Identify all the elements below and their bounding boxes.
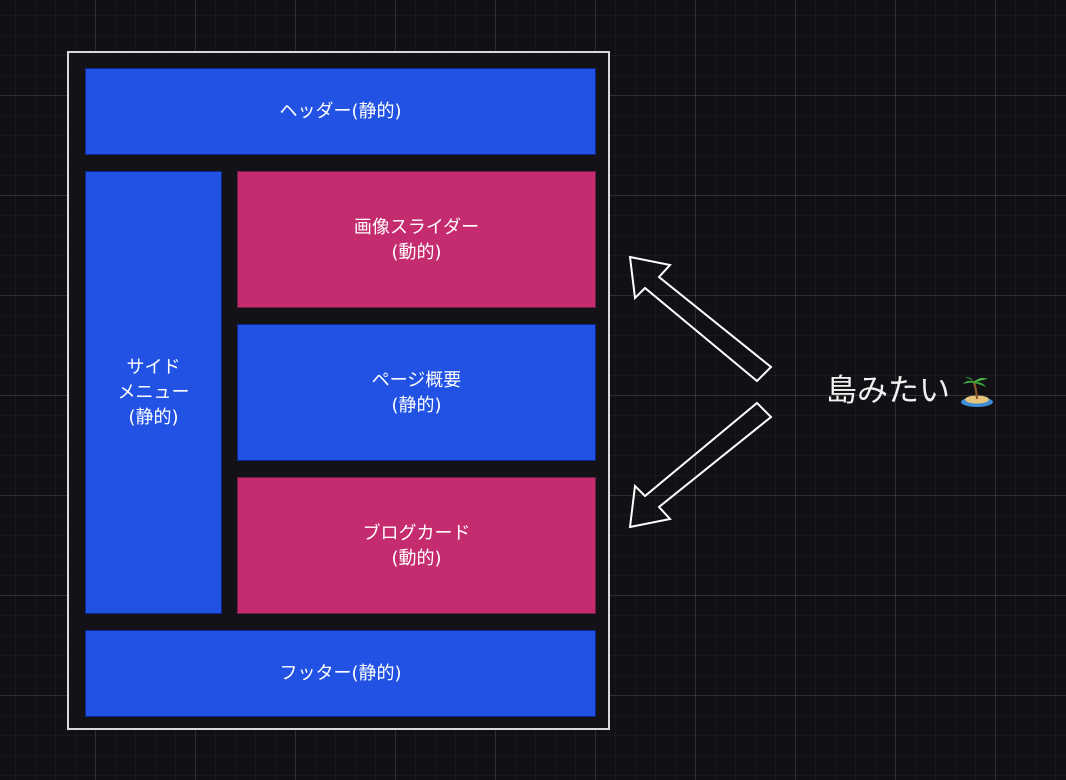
image-slider-label-line2: (動的) — [391, 241, 442, 263]
blog-card-block: ブログカード (動的) — [237, 477, 596, 614]
page-summary-label-line1: ページ概要 — [371, 369, 462, 391]
side-menu-block: サイド メニュー (静的) — [85, 171, 222, 614]
footer-block: フッター(静的) — [85, 630, 596, 717]
arrow-to-blog-card — [628, 401, 773, 529]
footer-label: フッター(静的) — [279, 663, 402, 684]
island-annotation-text: 島みたい — [826, 373, 950, 409]
image-slider-block: 画像スライダー (動的) — [237, 171, 596, 308]
header-label: ヘッダー(静的) — [279, 101, 402, 122]
arrow-to-image-slider — [628, 255, 773, 383]
header-block: ヘッダー(静的) — [85, 68, 596, 155]
desert-island-icon — [961, 376, 993, 407]
side-menu-label-line2: メニュー — [117, 382, 190, 403]
image-slider-label-line1: 画像スライダー — [353, 216, 480, 238]
page-summary-block: ページ概要 (静的) — [237, 324, 596, 461]
blog-card-label-line2: (動的) — [391, 547, 442, 569]
side-menu-label-line3: (静的) — [128, 407, 179, 428]
page-summary-label-line2: (静的) — [391, 394, 442, 416]
blog-card-label-line1: ブログカード — [362, 522, 471, 544]
side-menu-label-line1: サイド — [126, 357, 181, 378]
